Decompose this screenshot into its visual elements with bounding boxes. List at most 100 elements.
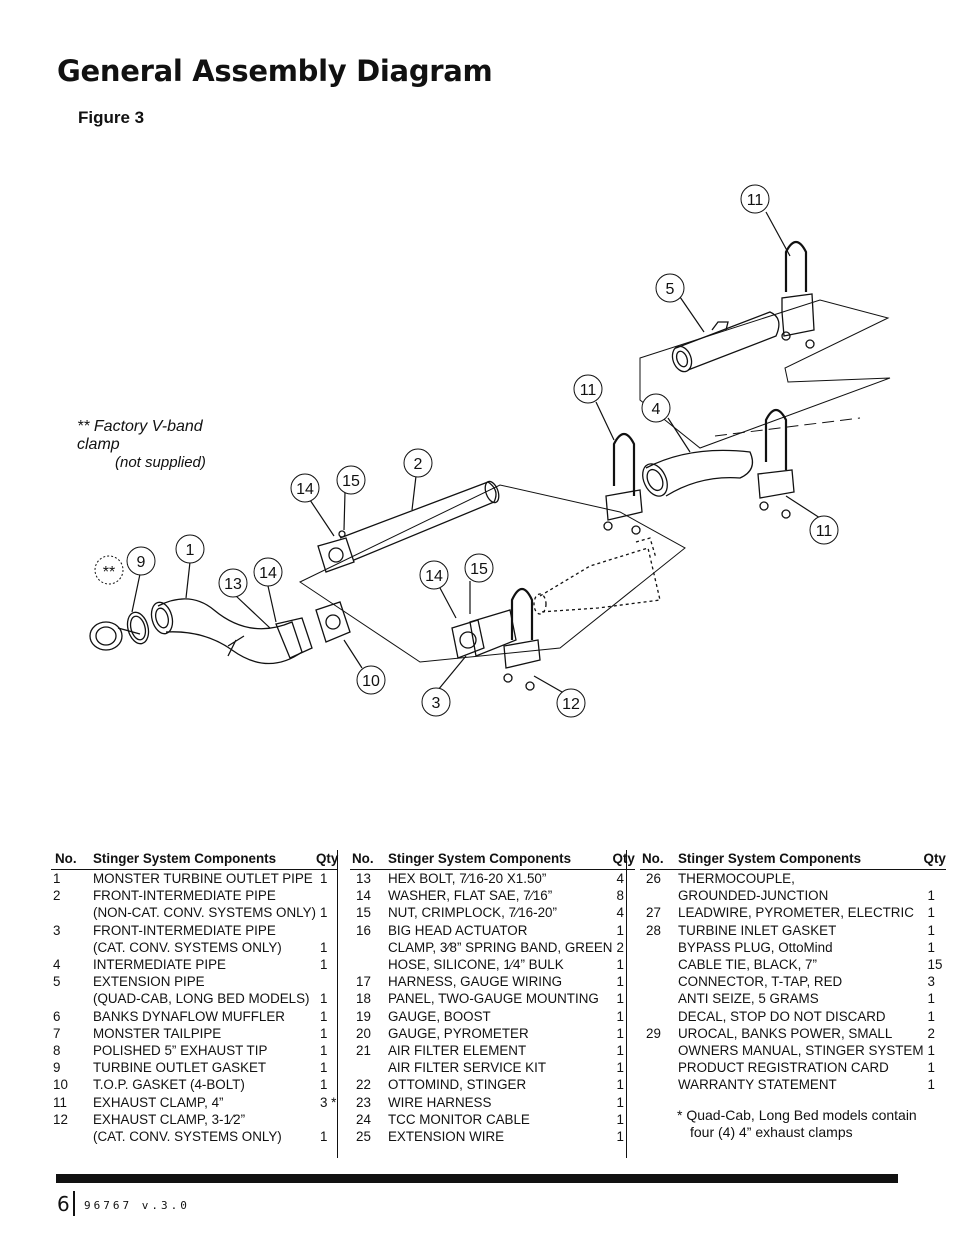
part-name: HARNESS, GAUGE WIRING [388, 974, 563, 990]
svg-text:14: 14 [296, 481, 314, 498]
part-number [640, 973, 678, 990]
part-number: 1 [53, 871, 61, 886]
part-qty: 1 [616, 922, 624, 938]
part-name: PANEL, TWO-GAUGE MOUNTING [388, 991, 599, 1007]
part-qty: 3 [927, 974, 935, 990]
page-number-divider [73, 1191, 75, 1216]
part-name: EXHAUST CLAMP, 3-1⁄2” [93, 1111, 246, 1127]
column-divider [337, 850, 338, 1158]
part-name: FRONT-INTERMEDIATE PIPE [93, 922, 276, 938]
callout-15-mid: 15 [464, 553, 494, 583]
part-qty [316, 887, 338, 904]
callout-14-top: 14 [290, 473, 320, 503]
page-title: General Assembly Diagram [57, 54, 493, 88]
part-qty: 4 [616, 871, 624, 886]
header-no: No. [51, 850, 93, 870]
part-qty [316, 973, 338, 990]
callout-14-mid: 14 [253, 557, 283, 587]
ground-outline-2 [298, 484, 686, 663]
part-qty: 1 [927, 939, 935, 955]
page-number: 6 [57, 1192, 70, 1216]
part-name: BANKS DYNAFLOW MUFFLER [93, 1008, 285, 1024]
svg-text:11: 11 [580, 382, 597, 399]
header-qty: Qty [923, 850, 946, 870]
part-name: (CAT. CONV. SYSTEMS ONLY) [93, 939, 282, 955]
extension-pipe-part [671, 311, 780, 373]
part-name: CABLE TIE, BLACK, 7” [678, 957, 817, 973]
part-number: 6 [53, 1008, 61, 1024]
part-number: 17 [356, 974, 371, 990]
svg-text:14: 14 [425, 568, 443, 585]
part-name: WASHER, FLAT SAE, 7⁄16” [388, 888, 553, 904]
part-qty: 1 [319, 905, 328, 921]
part-name: BYPASS PLUG, OttoMind [678, 939, 833, 955]
table-row: (QUAD-CAB, LONG BED MODELS)1 [51, 990, 338, 1007]
part-number: 27 [646, 905, 661, 921]
part-qty: 1 [319, 1008, 328, 1024]
part-number: 2 [53, 888, 61, 904]
part-name: TCC MONITOR CABLE [388, 1111, 530, 1127]
top-gasket-part [315, 601, 351, 643]
part-number: 16 [356, 922, 371, 938]
part-qty: 1 [616, 1094, 624, 1110]
part-qty: 1 [927, 1008, 935, 1024]
part-name: TURBINE OUTLET GASKET [93, 1060, 267, 1076]
callout-vband: ** [94, 555, 124, 585]
turbine-outlet-pipe-part [150, 598, 313, 665]
part-number [640, 990, 678, 1007]
callout-11-mid: 11 [573, 374, 603, 404]
part-name: PRODUCT REGISTRATION CARD [678, 1060, 889, 1076]
part-number: 15 [356, 905, 371, 921]
part-qty [316, 922, 338, 939]
cat-front-intermediate-pipe [451, 609, 517, 659]
footnote-line2: four (4) 4” exhaust clamps [690, 1124, 853, 1140]
part-number: 29 [646, 1025, 661, 1041]
part-number: 3 [53, 922, 61, 938]
u-clamp-left [603, 432, 643, 535]
turbine-outlet-gasket-part [126, 611, 150, 645]
svg-text:11: 11 [747, 192, 764, 209]
part-name: INTERMEDIATE PIPE [93, 957, 226, 973]
vband-note-line3: (not supplied) [115, 454, 206, 471]
part-name: GAUGE, PYROMETER [388, 1025, 529, 1041]
part-number [640, 1059, 678, 1076]
part-qty: 1 [616, 1111, 624, 1127]
part-number [640, 1076, 678, 1093]
header-qty: Qty [315, 850, 339, 870]
part-name: T.O.P. GASKET (4-BOLT) [93, 1077, 245, 1093]
part-qty: 1 [319, 991, 328, 1007]
part-number [350, 956, 388, 973]
part-name: (CAT. CONV. SYSTEMS ONLY) [93, 1129, 282, 1145]
part-qty: 2 [616, 939, 624, 955]
document-number: 96767 v.3.0 [84, 1199, 190, 1212]
footnote: * Quad-Cab, Long Bed models contain four… [677, 1107, 917, 1141]
part-qty: 4 [616, 905, 624, 921]
part-number: 25 [356, 1129, 371, 1145]
svg-text:15: 15 [470, 561, 488, 578]
part-name: MONSTER TURBINE OUTLET PIPE [93, 871, 313, 886]
header-components: Stinger System Components [388, 850, 613, 870]
part-name: EXTENSION PIPE [93, 974, 205, 990]
part-name: NUT, CRIMPLOCK, 7⁄16-20” [388, 905, 557, 921]
callout-15-top: 15 [336, 465, 366, 495]
header-qty: Qty [612, 850, 635, 870]
svg-text:1: 1 [186, 542, 195, 559]
assembly-diagram: 11 5 11 4 11 2 15 14 1 9 ** 13 14 15 14 … [89, 184, 891, 718]
